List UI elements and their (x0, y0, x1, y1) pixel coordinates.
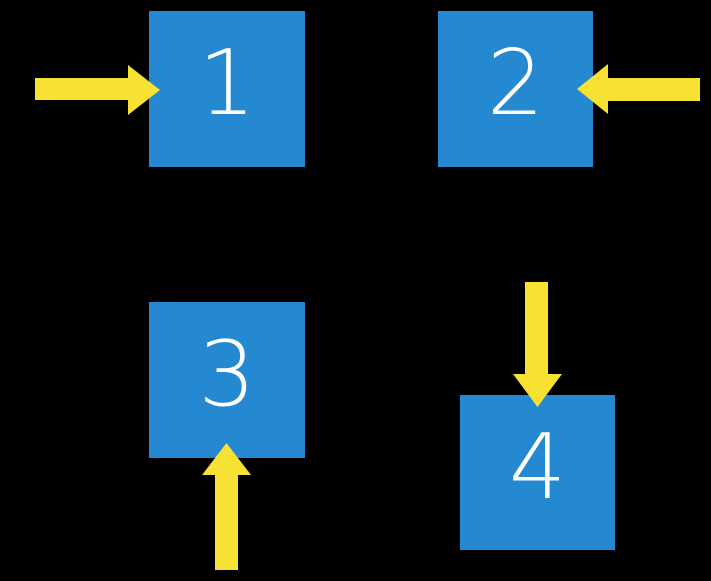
up-arrow-icon[interactable] (202, 443, 251, 570)
down-arrow-icon[interactable] (513, 282, 562, 407)
square-4[interactable]: 4 (460, 395, 615, 550)
square-1-label: 1 (198, 31, 256, 136)
square-2[interactable]: 2 (438, 11, 593, 167)
right-arrow-icon[interactable] (35, 65, 160, 115)
square-3-label: 3 (198, 322, 256, 427)
square-3[interactable]: 3 (149, 302, 305, 458)
square-4-label: 4 (508, 414, 567, 520)
square-1[interactable]: 1 (149, 11, 305, 167)
left-arrow-icon[interactable] (577, 64, 700, 114)
square-2-label: 2 (486, 31, 545, 136)
